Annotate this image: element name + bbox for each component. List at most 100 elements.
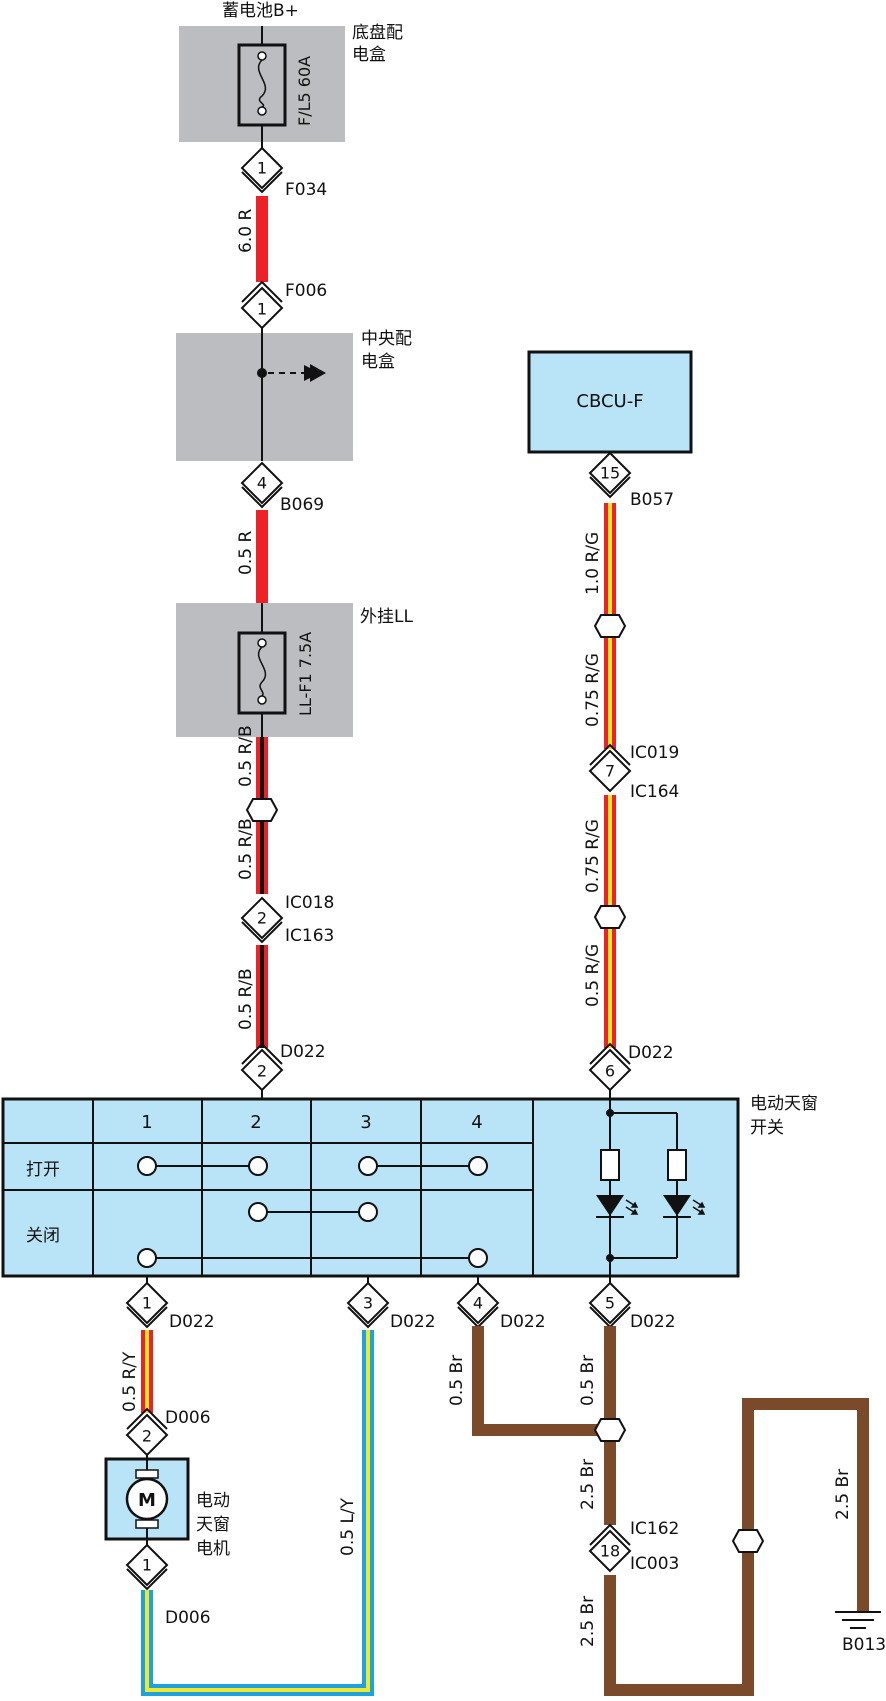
switch-name-1: 电动天窗 [750, 1094, 818, 1114]
connector-ic018: IC018 [285, 893, 334, 913]
contact-close-4-icon [468, 1248, 488, 1268]
motor-name-2: 天窗 [196, 1515, 230, 1535]
pin-d022-p1: 1 [142, 1294, 152, 1313]
switch-row-open: 打开 [26, 1160, 60, 1180]
external-box-label: 外挂LL [360, 607, 413, 627]
splice-rg-1-icon [593, 614, 627, 638]
connector-ic003: IC003 [630, 1554, 679, 1574]
motor-symbol: M [138, 1490, 156, 1511]
connector-ic019: IC019 [630, 743, 679, 763]
led-1-icon [596, 1195, 624, 1216]
wire-label-w14: 2.5 Br [578, 1459, 598, 1510]
wire-label-w6: 1.0 R/G [583, 532, 603, 595]
fuse-ll-rating: LL-F1 7.5A [296, 632, 315, 716]
switch-col-3: 3 [360, 1112, 371, 1133]
resistor-1-icon [600, 1149, 620, 1181]
pin-ic018: 2 [257, 909, 267, 928]
wire-label-w15: 2.5 Br [578, 1596, 598, 1647]
connector-d006-bottom-icon [125, 1543, 169, 1587]
connector-d022-p5-icon [588, 1281, 632, 1325]
wire-label-w5: 0.5 R/B [236, 968, 256, 1030]
connector-ic019-icon [588, 749, 632, 793]
central-box-label-1: 中央配 [361, 329, 412, 349]
pin-d022-right: 6 [605, 1062, 615, 1081]
resistor-2-icon [667, 1149, 687, 1181]
motor-name-3: 电机 [196, 1539, 230, 1559]
switch-name-2: 开关 [750, 1118, 784, 1138]
chassis-box-label-1: 底盘配 [352, 23, 403, 43]
wire-label-w1: 6.0 R [236, 209, 256, 253]
wire-0.5Br-p4 [472, 1326, 610, 1436]
wire-label-w8: 0.75 R/G [583, 819, 603, 893]
led-2-icon [663, 1195, 691, 1216]
connector-d022-p1-icon [125, 1281, 169, 1325]
connector-d022-p3-icon [346, 1281, 390, 1325]
connector-d022-left: D022 [280, 1042, 326, 1062]
connector-d006-bottom: D006 [165, 1608, 211, 1628]
splice-ground-icon [731, 1529, 765, 1553]
pin-f006: 1 [257, 300, 267, 319]
connector-b069-icon [240, 461, 284, 505]
connector-f006: F006 [285, 281, 327, 301]
wire-label-w9: 0.5 R/G [583, 944, 603, 1007]
battery-label: 蓄电池B+ [222, 1, 299, 21]
contact-open-1-icon [137, 1156, 157, 1176]
wire-0.5R [256, 510, 268, 603]
connector-b057: B057 [630, 490, 674, 510]
pin-d022-p3: 3 [363, 1294, 373, 1313]
connector-ic018-icon [240, 896, 284, 940]
motor-name-1: 电动 [196, 1491, 230, 1511]
wire-label-w3: 0.5 R/B [236, 725, 256, 787]
connector-ic163: IC163 [285, 926, 334, 946]
switch-col-1: 1 [141, 1112, 152, 1133]
connector-d006-top: D006 [165, 1408, 211, 1428]
switch-col-4: 4 [471, 1112, 482, 1133]
wire-label-w16: 2.5 Br [833, 1469, 853, 1520]
pin-d022-p5: 5 [605, 1294, 615, 1313]
splice-icon [245, 798, 279, 822]
contact-close-1-icon [137, 1248, 157, 1268]
pin-ic162: 18 [600, 1542, 620, 1561]
central-box-label-2: 电盒 [361, 352, 395, 372]
cbcu-label: CBCU-F [576, 391, 643, 412]
contact-open-2-icon [248, 1156, 268, 1176]
contact-open-4-icon [468, 1156, 488, 1176]
connector-d022-p3: D022 [390, 1312, 436, 1332]
connector-b057-icon [588, 451, 632, 495]
contact-close-3-icon [358, 1202, 378, 1222]
wire-label-w11: 0.5 L/Y [338, 1497, 358, 1556]
contact-open-3-icon [358, 1156, 378, 1176]
switch-row-close: 关闭 [26, 1226, 60, 1246]
connector-b069: B069 [280, 495, 324, 515]
wire-6.0R [256, 196, 268, 282]
connector-d022-right: D022 [628, 1043, 674, 1063]
wire-label-w13: 0.5 Br [578, 1355, 598, 1406]
connector-f034: F034 [285, 180, 327, 200]
connector-d022-p4-icon [456, 1281, 500, 1325]
connector-d022-p5: D022 [630, 1312, 676, 1332]
connector-d022-p4: D022 [500, 1312, 546, 1332]
chassis-box-label-2: 电盒 [352, 45, 386, 65]
wire-label-w4: 0.5 R/B [236, 818, 256, 880]
splice-br-icon [593, 1418, 627, 1442]
wire-label-w10: 0.5 R/Y [120, 1351, 140, 1412]
pin-ic019: 7 [605, 762, 615, 781]
motor-icon [125, 1477, 169, 1521]
fuse-main-rating: F/L5 60A [295, 56, 314, 126]
connector-d022-p1: D022 [169, 1312, 215, 1332]
pin-d022-p4: 4 [473, 1294, 483, 1313]
pin-d022-left: 2 [257, 1062, 267, 1081]
pin-f034: 1 [257, 159, 267, 178]
sunroof-switch-panel [1, 1097, 740, 1278]
switch-col-2: 2 [250, 1112, 261, 1133]
splice-rg-2-icon [593, 905, 627, 929]
ground-label: B013 [842, 1635, 886, 1655]
wire-label-w2: 0.5 R [236, 531, 256, 575]
connector-ic162-icon [588, 1529, 632, 1573]
contact-close-2-icon [248, 1202, 268, 1222]
pin-d006-bottom: 1 [142, 1556, 152, 1575]
cbcu-module [527, 350, 693, 454]
pin-b069: 4 [257, 474, 267, 493]
wire-label-w7: 0.75 R/G [583, 653, 603, 727]
